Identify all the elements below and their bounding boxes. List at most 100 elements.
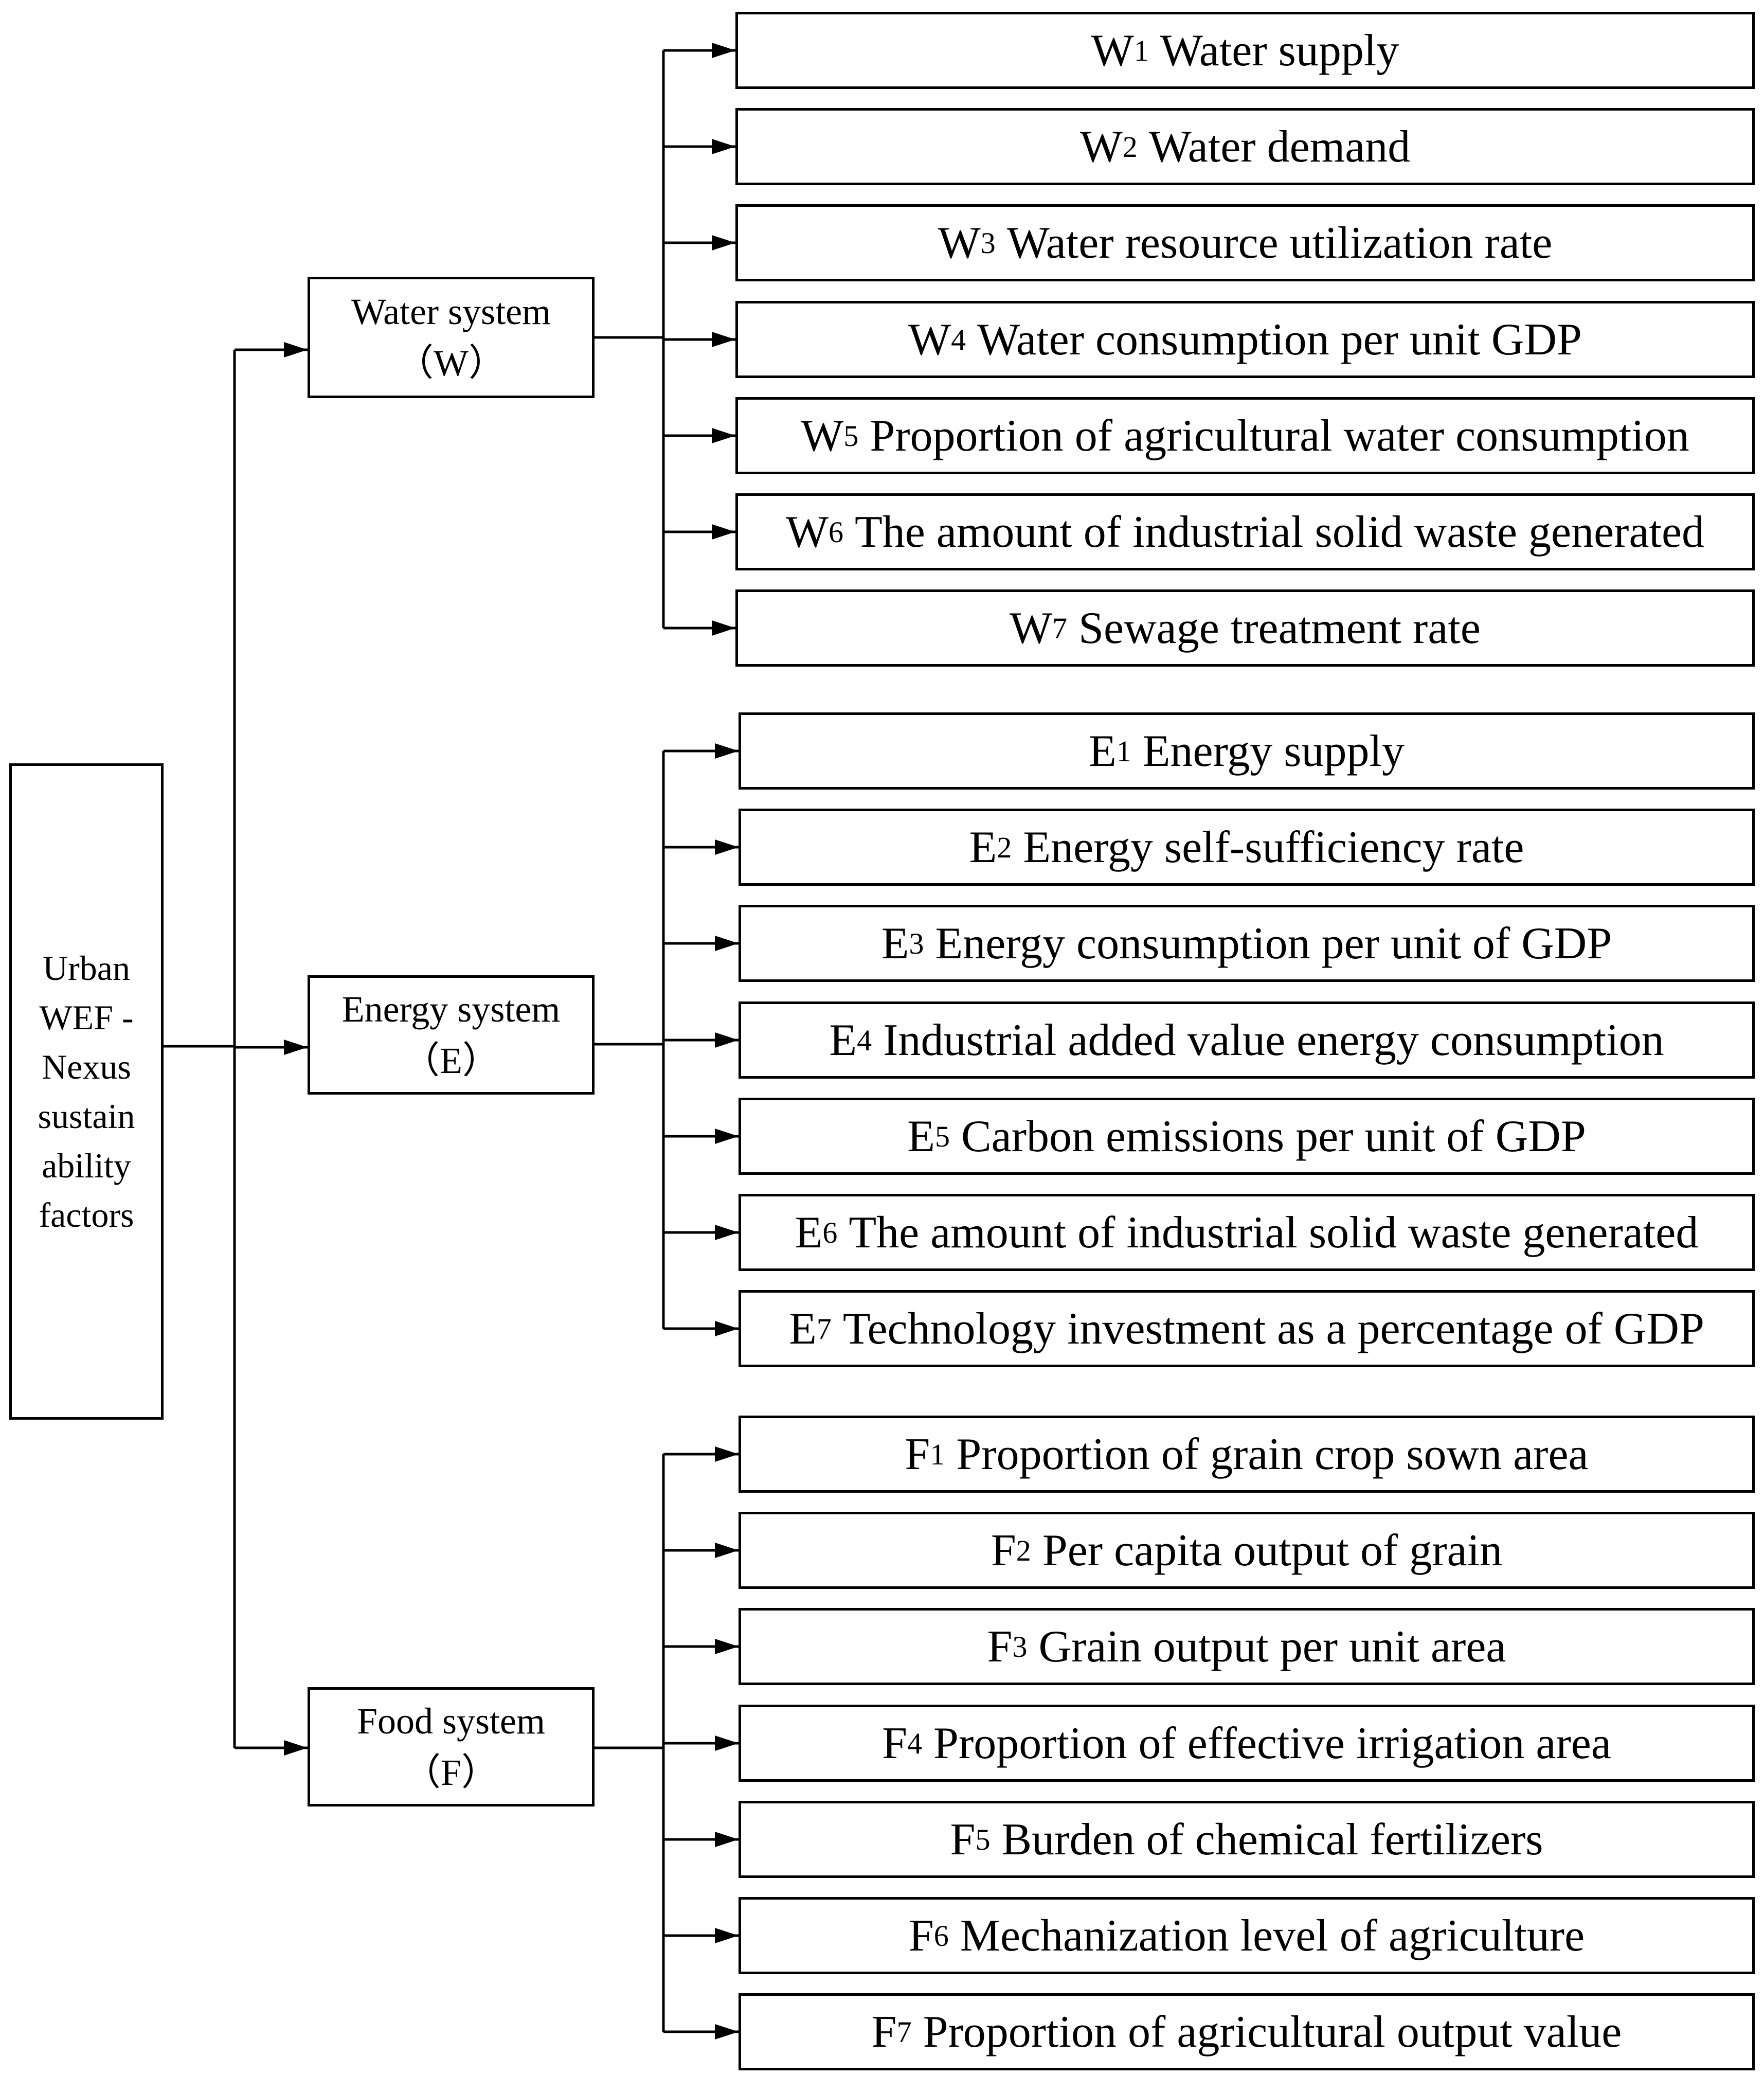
indicator-letter: W <box>908 314 951 365</box>
system-code: （W） <box>397 343 506 384</box>
indicator-text: Industrial added value energy consumptio… <box>883 1015 1664 1065</box>
indicator-text: Water resource utilization rate <box>1006 218 1553 268</box>
indicator-text: Proportion of effective irrigation area <box>933 1718 1611 1768</box>
indicator-subscript: 5 <box>843 419 859 453</box>
indicator-subscript: 3 <box>1012 1630 1028 1663</box>
indicator-letter: E <box>881 918 909 969</box>
energy-system-box: Energy system （E） <box>308 975 595 1095</box>
indicator-subscript: 4 <box>907 1726 923 1760</box>
indicator-subscript: 1 <box>1133 33 1149 67</box>
indicator-letter: F <box>871 2007 897 2057</box>
indicator-text: Carbon emissions per unit of GDP <box>961 1111 1586 1161</box>
indicator-text: Proportion of grain crop sown area <box>956 1429 1589 1479</box>
indicator-letter: W <box>1091 25 1134 76</box>
indicator-letter: E <box>1089 726 1117 776</box>
indicator-subscript: 6 <box>933 1919 949 1953</box>
indicator-text: Water consumption per unit GDP <box>977 314 1582 365</box>
indicator-subscript: 2 <box>1016 1533 1031 1567</box>
indicator-letter: W <box>785 507 829 557</box>
indicator-letter: W <box>1010 603 1053 653</box>
indicator-letter: W <box>1079 121 1123 172</box>
indicator-text: Burden of chemical fertilizers <box>1001 1814 1543 1865</box>
root-line: sustain <box>38 1097 135 1136</box>
indicator-letter: F <box>908 1910 934 1961</box>
indicator-letter: F <box>905 1429 930 1479</box>
indicator-subscript: 2 <box>997 830 1012 864</box>
indicator-subscript: 7 <box>896 2015 912 2049</box>
indicator-letter: F <box>987 1621 1013 1672</box>
indicator-text: Energy consumption per unit of GDP <box>935 918 1612 969</box>
indicator-letter: W <box>938 218 981 268</box>
root-box: Urban WEF - Nexus sustain ability factor… <box>9 763 164 1420</box>
indicator-letter: F <box>882 1718 908 1768</box>
root-line: Nexus <box>42 1047 131 1086</box>
indicator-text: Proportion of agricultural water consump… <box>870 410 1689 461</box>
indicator-letter: F <box>950 1814 976 1865</box>
indicator-subscript: 3 <box>909 926 924 960</box>
root-line: WEF - <box>39 998 134 1037</box>
root-line: factors <box>39 1195 134 1235</box>
indicator-text: Proportion of agricultural output value <box>923 2007 1622 2057</box>
indicator-subscript: 1 <box>1116 734 1131 768</box>
system-label: Food system <box>356 1701 546 1742</box>
indicator-subscript: 7 <box>1052 611 1068 645</box>
indicator-subscript: 5 <box>975 1822 991 1856</box>
indicator-text: Per capita output of grain <box>1042 1525 1503 1576</box>
indicator-subscript: 2 <box>1122 130 1138 164</box>
indicator-letter: E <box>789 1303 817 1354</box>
indicator-letter: E <box>829 1015 857 1065</box>
food-system-box: Food system （F） <box>308 1687 595 1806</box>
indicator-text: Energy self-sufficiency rate <box>1023 822 1524 872</box>
indicator-text: Mechanization level of agriculture <box>960 1910 1585 1961</box>
root-line: Urban <box>43 949 130 988</box>
system-code: （F） <box>403 1752 499 1793</box>
indicator-subscript: 5 <box>934 1119 950 1153</box>
root-line: ability <box>42 1146 131 1185</box>
indicator-letter: E <box>969 822 997 872</box>
indicator-text: The amount of industrial solid waste gen… <box>849 1207 1699 1258</box>
water-system-box: Water system （W） <box>308 277 595 398</box>
indicator-letter: W <box>801 410 844 461</box>
indicator-subscript: 6 <box>822 1215 838 1249</box>
indicator-subscript: 7 <box>816 1312 832 1346</box>
indicator-subscript: 3 <box>980 226 996 260</box>
indicator-text: Water demand <box>1148 121 1411 172</box>
indicator-text: The amount of industrial solid waste gen… <box>855 507 1705 557</box>
indicator-letter: F <box>991 1525 1016 1576</box>
indicator-text: Energy supply <box>1142 726 1405 776</box>
indicator-text: Sewage treatment rate <box>1078 603 1481 653</box>
system-label: Water system <box>351 291 551 332</box>
indicator-subscript: 6 <box>829 515 844 549</box>
indicator-text: Technology investment as a percentage of… <box>842 1303 1704 1354</box>
indicator-subscript: 4 <box>857 1023 872 1057</box>
system-label: Energy system <box>341 989 561 1030</box>
indicator-text: Water supply <box>1160 25 1399 76</box>
indicator-text: Grain output per unit area <box>1038 1621 1506 1672</box>
indicator-letter: E <box>795 1207 823 1258</box>
system-code: （E） <box>403 1040 499 1081</box>
indicator-letter: E <box>907 1111 935 1161</box>
indicator-subscript: 1 <box>930 1437 945 1471</box>
